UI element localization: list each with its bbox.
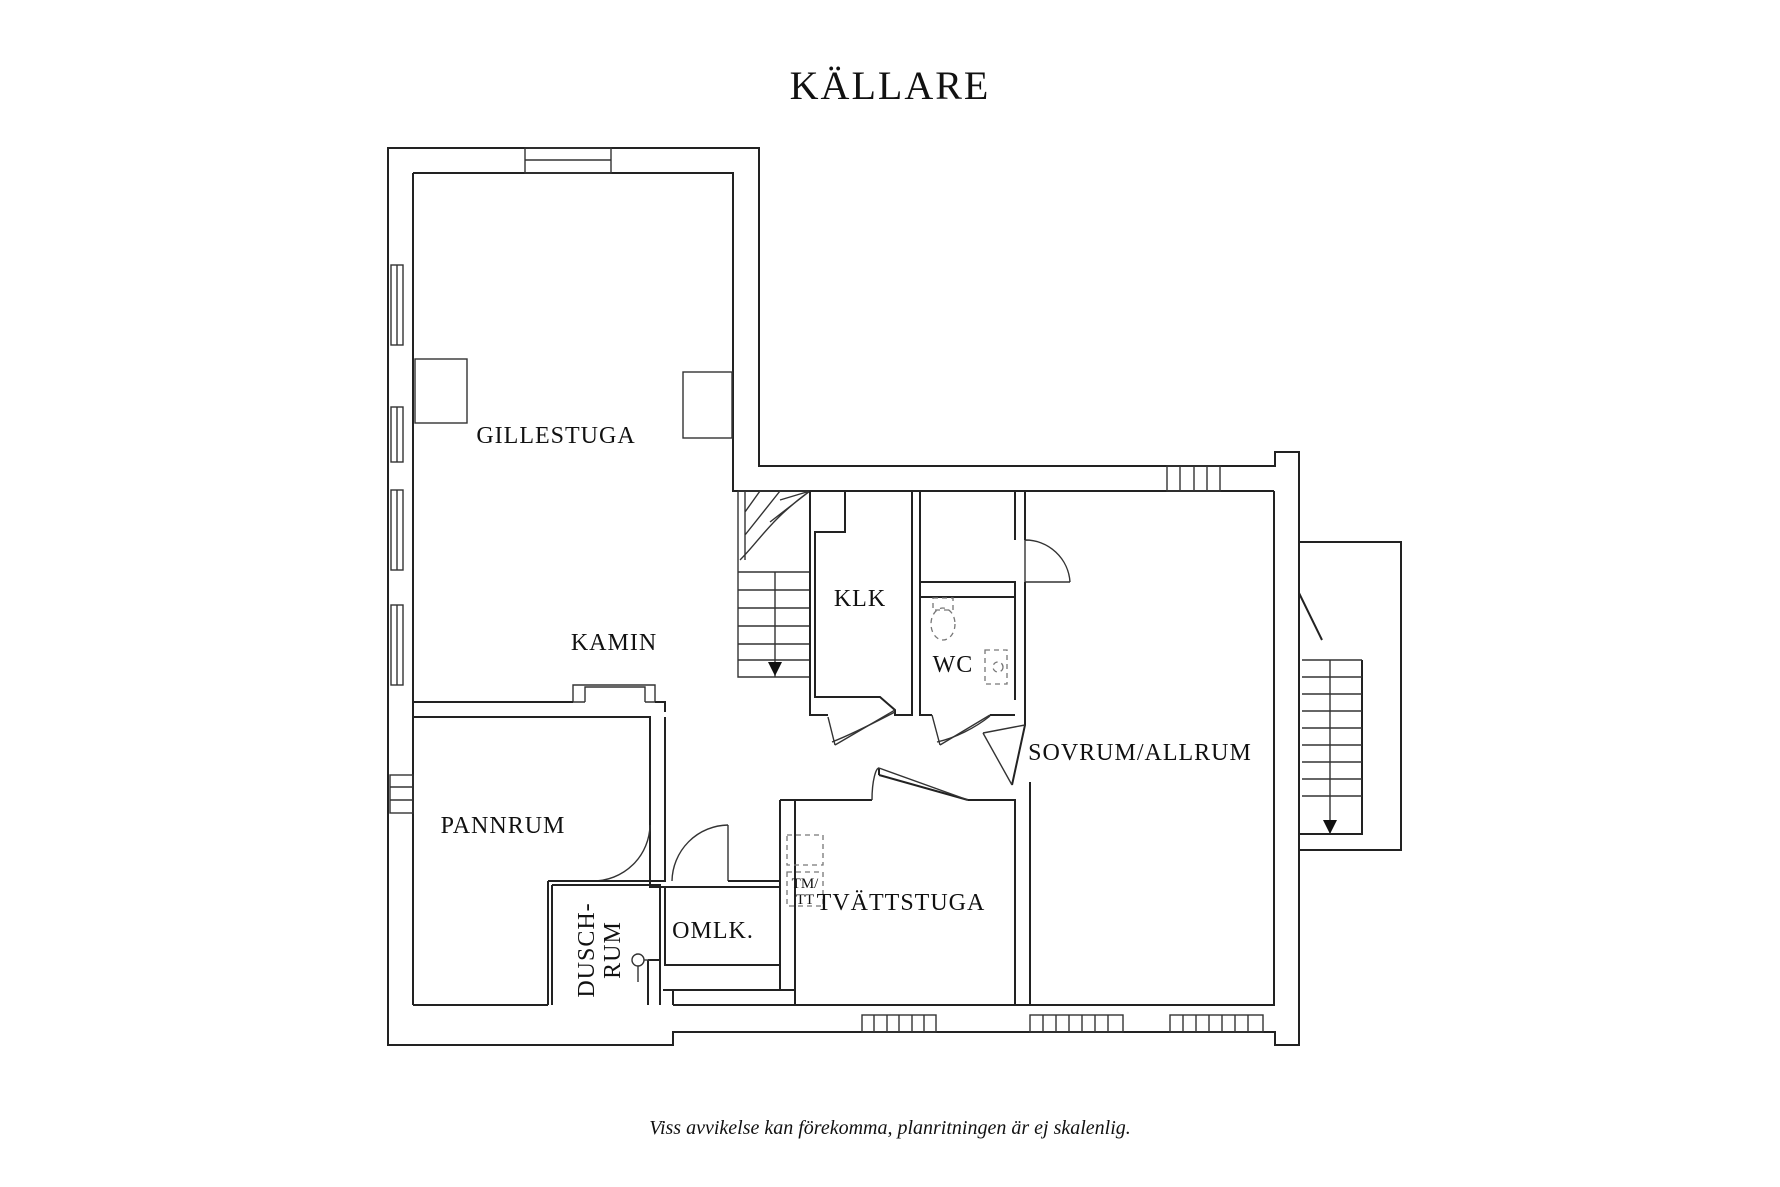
staircase [1298, 592, 1363, 835]
room-label-rum: RUM [600, 921, 626, 979]
toilet-icon [930, 597, 956, 641]
door [671, 824, 729, 882]
window [861, 1014, 937, 1033]
wc-room [920, 596, 1015, 746]
stair-arrow-icon [1323, 820, 1337, 834]
window [524, 147, 612, 174]
closet-klk [809, 491, 913, 746]
fireplace [572, 684, 656, 703]
room-label-wc: WC [933, 652, 974, 678]
window [390, 489, 404, 571]
room-label-klk: KLK [834, 586, 886, 612]
shower-icon [631, 953, 650, 982]
storage-room [919, 490, 1071, 716]
shower-room [551, 884, 661, 1005]
washer-dryer [786, 834, 824, 907]
column [414, 358, 468, 424]
room-label-pannrum: PANNRUM [441, 813, 566, 839]
window [390, 604, 404, 686]
window [1166, 465, 1221, 492]
plan-title: KÄLLARE [789, 63, 991, 108]
staircase [737, 490, 811, 678]
window [390, 406, 404, 463]
window [389, 774, 414, 814]
sink-icon [984, 649, 1008, 685]
stair-arrow-icon [768, 662, 782, 676]
window [1169, 1014, 1264, 1033]
room-label-omlk: OMLK. [672, 918, 754, 944]
room-label-sovrum-allrum: SOVRUM/ALLRUM [1028, 740, 1252, 766]
window [390, 264, 404, 346]
appliance-label-tm: TM/ [792, 876, 820, 892]
column [682, 371, 733, 439]
room-label-dusch: DUSCH- [574, 902, 600, 997]
window [1029, 1014, 1124, 1033]
disclaimer-footnote: Viss avvikelse kan förekomma, planritnin… [649, 1117, 1131, 1139]
appliance-label-tt: TT [796, 892, 814, 908]
room-label-kamin: KAMIN [571, 630, 657, 656]
door [592, 824, 651, 882]
room-label-tvattstuga: TVÄTTSTUGA [817, 890, 986, 916]
outer-walls [387, 147, 1402, 1046]
laundry-room [779, 767, 1016, 1005]
room-label-gillestuga: GILLESTUGA [476, 423, 635, 449]
